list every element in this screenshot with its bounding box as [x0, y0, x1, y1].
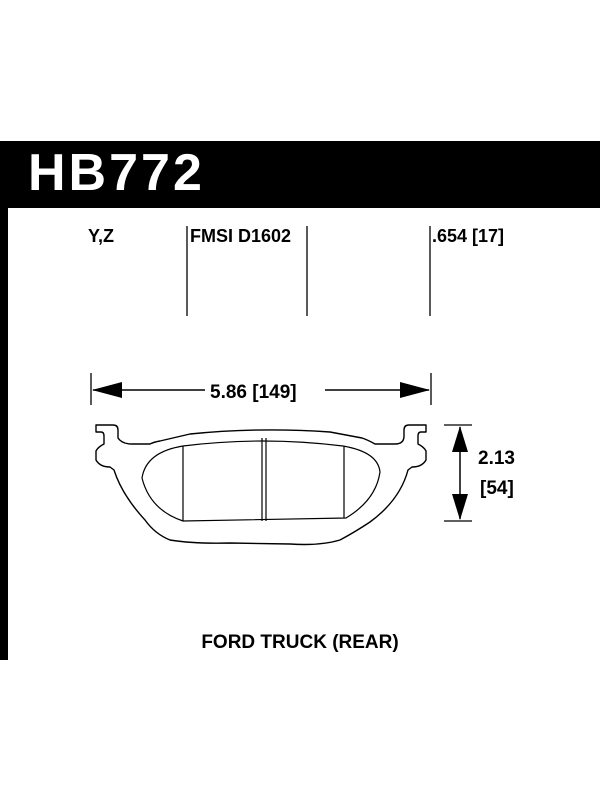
fmsi-label: FMSI D1602 [190, 226, 292, 246]
thickness-label: .654 [17] [432, 226, 505, 246]
part-number-title: HB772 [28, 144, 205, 202]
header-band [0, 141, 600, 208]
height-arrowhead-bottom [452, 494, 468, 520]
left-border-rule [0, 208, 8, 660]
brake-pad-outline [95, 424, 427, 546]
width-dimension-label: 5.86 [149] [210, 382, 297, 403]
width-arrowhead-left [92, 382, 122, 398]
friction-pad-outline [141, 440, 381, 522]
width-arrowhead-right [400, 382, 430, 398]
application-label: FORD TRUCK (REAR) [201, 632, 399, 653]
height-dimension-inches: 2.13 [478, 448, 515, 469]
height-arrowhead-top [452, 426, 468, 452]
positions-label: Y,Z [88, 226, 115, 246]
height-dimension-mm: [54] [480, 478, 514, 499]
